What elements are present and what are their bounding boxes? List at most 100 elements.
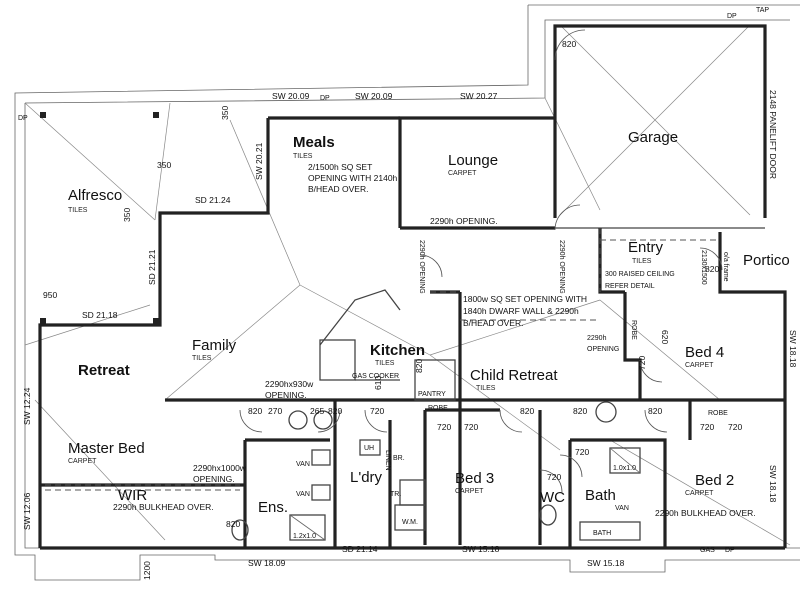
dim-sd-21-21: SD 21.21 xyxy=(147,249,157,285)
robe-label-bed3: ROBE xyxy=(428,405,448,412)
room-family: Family xyxy=(192,337,237,354)
meals-opening-note-2: OPENING WITH 2140h xyxy=(308,173,398,183)
dim-sw-20-09-b: SW 20.09 xyxy=(355,91,393,101)
frame-size-label: 2130x1500 xyxy=(700,250,707,285)
opening-2290-right: 2290h OPENING xyxy=(558,240,565,294)
raised-ceiling-note-1: 300 RAISED CEILING xyxy=(605,271,675,278)
dim-610: 610 xyxy=(373,376,383,390)
uh-label: UH xyxy=(364,445,374,452)
dwarf-wall-note-3: B/HEAD OVER. xyxy=(463,318,523,328)
door-swings xyxy=(239,29,723,493)
dim-820-b: 820 xyxy=(328,406,342,416)
dim-sd-21-18: SD 21.18 xyxy=(82,310,118,320)
room-child-retreat: Child Retreat xyxy=(470,367,558,384)
dim-820-d: 820 xyxy=(573,406,587,416)
dim-sw-15-18-b: SW 15.18 xyxy=(587,558,625,568)
room-garage: Garage xyxy=(628,129,678,146)
room-bed-2: Bed 2 xyxy=(695,472,734,489)
dim-720-c: 720 xyxy=(464,422,478,432)
dim-720-a: 720 xyxy=(370,406,384,416)
bed2-bulkhead-note: 2290h BULKHEAD OVER. xyxy=(655,508,756,518)
washing-machine-label: W.M. xyxy=(402,519,418,526)
bed4-opening-note-2: OPENING xyxy=(587,346,619,353)
room-master-bed-floor: CARPET xyxy=(68,458,97,465)
bed4-opening-note-1: 2290h xyxy=(587,335,607,342)
dim-350-left: 350 xyxy=(122,208,132,222)
dim-350-mid: 350 xyxy=(157,160,171,170)
dp-label-bottom: DP xyxy=(725,547,735,554)
room-child-retreat-floor: TILES xyxy=(476,385,496,392)
dim-350-top: 350 xyxy=(220,106,230,120)
linen-label: LINEN xyxy=(384,450,391,471)
lounge-opening-note: 2290h OPENING. xyxy=(430,216,498,226)
dim-sw-18-18-a: SW 18.18 xyxy=(788,330,798,368)
dwarf-wall-note-1: 1800w SQ SET OPENING WITH xyxy=(463,294,587,304)
room-wir: WIR xyxy=(118,487,147,504)
master-opening-note-1: 2290hx1000w xyxy=(193,463,247,473)
dim-820-c: 820 xyxy=(520,406,534,416)
dim-sd-21-24: SD 21.24 xyxy=(195,195,231,205)
gas-label: GAS xyxy=(700,547,715,554)
room-bath: Bath xyxy=(585,487,616,504)
room-alfresco-floor: TILES xyxy=(68,207,88,214)
family-opening-note-1: 2290hx930w xyxy=(265,379,314,389)
dim-sw-20-09-a: SW 20.09 xyxy=(272,91,310,101)
dim-265: 265 xyxy=(310,406,324,416)
dp-label-top: DP xyxy=(320,95,330,102)
dim-820-garage: 820 xyxy=(562,39,576,49)
ens-vanity-label: VAN xyxy=(296,461,310,468)
room-kitchen: Kitchen xyxy=(370,342,425,359)
room-meals: Meals xyxy=(293,134,335,151)
wir-bulkhead-note: 2290h BULKHEAD OVER. xyxy=(113,502,214,512)
panelift-door-label: 2148 PANELIFT DOOR xyxy=(768,90,778,179)
ens-shower-label: 1.2x1.0 xyxy=(293,533,316,540)
meals-opening-note-1: 2/1500h SQ SET xyxy=(308,162,372,172)
room-bed-3-floor: CARPET xyxy=(455,488,484,495)
dim-720-e: 720 xyxy=(728,422,742,432)
room-lounge: Lounge xyxy=(448,152,498,169)
room-family-floor: TILES xyxy=(192,355,212,362)
room-bed-2-floor: CARPET xyxy=(685,490,714,497)
room-lounge-floor: CARPET xyxy=(448,170,477,177)
bath-shower-label: 1.0x1.0 xyxy=(613,465,636,472)
walls xyxy=(38,24,787,550)
dim-720-d: 720 xyxy=(700,422,714,432)
family-opening-note-2: OPENING. xyxy=(265,390,307,400)
dim-sw-20-21: SW 20.21 xyxy=(254,142,264,180)
bulkhead-lines xyxy=(45,228,720,491)
dim-620: 620 xyxy=(660,330,670,344)
room-ensuite: Ens. xyxy=(258,499,288,516)
dim-820-a: 820 xyxy=(248,406,262,416)
gas-cooker-label: GAS COOKER xyxy=(352,373,399,380)
master-opening-note-2: OPENING. xyxy=(193,474,235,484)
ens-vanity-label-2: VAN xyxy=(296,491,310,498)
raised-ceiling-note-2: REFER DETAIL xyxy=(605,283,655,290)
robe-label-bed2: ROBE xyxy=(708,410,728,417)
robe-label-bed4: ROBE xyxy=(630,320,637,340)
dim-sw-18-09: SW 18.09 xyxy=(248,558,286,568)
dp-label-left: DP xyxy=(18,115,28,122)
dim-sw-12-06: SW 12.06 xyxy=(22,492,32,530)
roof-outline xyxy=(14,4,800,581)
dim-270: 270 xyxy=(268,406,282,416)
room-entry: Entry xyxy=(628,239,664,256)
dim-sd-21-14: SD 21.14 xyxy=(342,544,378,554)
room-entry-floor: TILES xyxy=(632,258,652,265)
broom-label: BR. xyxy=(393,455,405,462)
room-master-bed: Master Bed xyxy=(68,440,145,457)
dim-820-e: 820 xyxy=(648,406,662,416)
dim-sw-12-24: SW 12.24 xyxy=(22,387,32,425)
room-wc: WC xyxy=(540,489,565,506)
dim-820-entry: 820 xyxy=(705,264,719,274)
bath-fixture-label: BATH xyxy=(593,530,611,537)
room-bed-4-floor: CARPET xyxy=(685,362,714,369)
dp-label-garage: DP xyxy=(727,13,737,20)
room-bed-4: Bed 4 xyxy=(685,344,724,361)
room-bed-3: Bed 3 xyxy=(455,470,494,487)
dwarf-wall-note-2: 1840h DWARF WALL & 2290h xyxy=(463,306,579,316)
dim-820-pantry: 820 xyxy=(414,359,424,373)
room-laundry: L'dry xyxy=(350,469,383,486)
frame-note-label: o/a frame xyxy=(722,252,729,282)
dim-720-bed4: 720 xyxy=(637,356,647,370)
